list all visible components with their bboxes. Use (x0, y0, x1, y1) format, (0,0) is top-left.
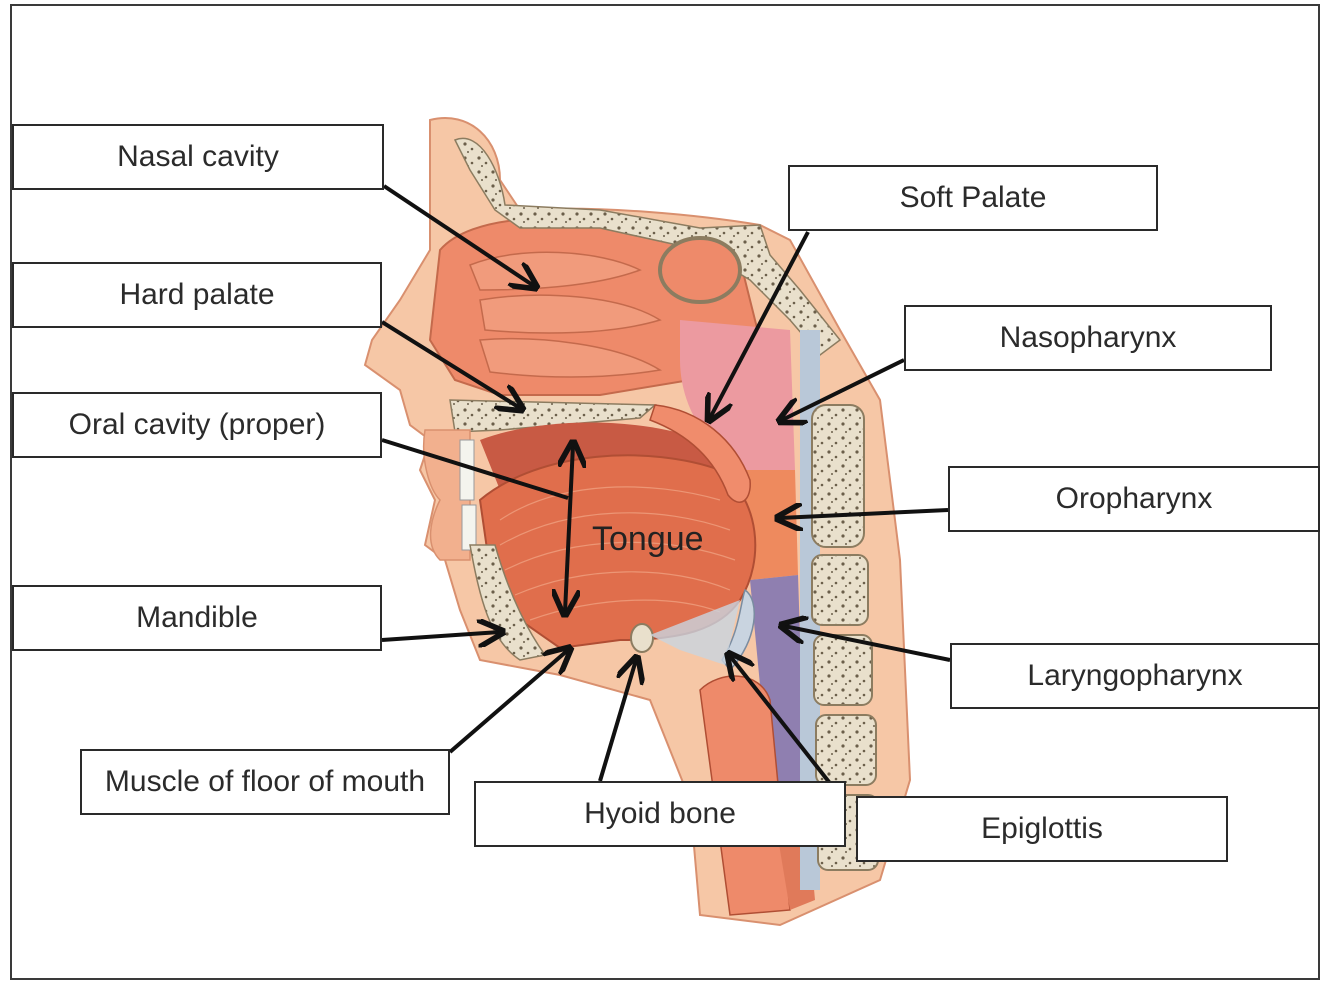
label-epiglottis: Epiglottis (856, 796, 1228, 862)
arrow-hyoid-bone (598, 660, 636, 782)
arrow-soft-palate (710, 231, 810, 418)
lower-teeth (461, 504, 477, 551)
label-laryngopharynx-text: Laryngopharynx (1027, 659, 1243, 692)
label-hard-palate-text: Hard palate (119, 278, 275, 311)
arrow-muscle-floor (448, 650, 568, 754)
arrow-hard-palate (380, 320, 520, 408)
label-hyoid-bone: Hyoid bone (474, 781, 846, 847)
nasal-conchae (469, 251, 663, 378)
label-hard-palate: Hard palate (12, 262, 382, 328)
arrow-oropharynx (780, 510, 949, 518)
label-epiglottis-text: Epiglottis (981, 812, 1103, 845)
label-muscle-floor-of-mouth: Muscle of floor of mouth (80, 749, 450, 815)
arrow-nasal-cavity (382, 184, 534, 286)
hyoid-ligament (650, 600, 740, 665)
label-nasal-cavity-text: Nasal cavity (117, 140, 279, 173)
label-hyoid-bone-text: Hyoid bone (584, 797, 736, 830)
sphenoid-sinus (658, 236, 742, 304)
leader-arrows (380, 184, 951, 798)
label-soft-palate: Soft Palate (788, 165, 1158, 231)
label-nasal-cavity: Nasal cavity (12, 124, 384, 190)
label-soft-palate-text: Soft Palate (899, 181, 1047, 214)
label-nasopharynx: Nasopharynx (904, 305, 1272, 371)
label-oropharynx: Oropharynx (948, 466, 1320, 532)
label-oral-cavity: Oral cavity (proper) (12, 392, 382, 458)
label-mandible: Mandible (12, 585, 382, 651)
label-nasopharynx-text: Nasopharynx (999, 321, 1177, 354)
tongue-label: Tongue (592, 520, 704, 558)
label-muscle-floor-text: Muscle of floor of mouth (104, 765, 426, 798)
arrow-laryngopharynx (784, 626, 951, 662)
arrow-epiglottis (730, 656, 842, 798)
arrow-nasopharynx (782, 358, 905, 420)
arrow-oral-cavity-span (565, 445, 573, 612)
label-oral-cavity-text: Oral cavity (proper) (68, 408, 326, 441)
label-laryngopharynx: Laryngopharynx (950, 643, 1320, 709)
arrow-mandible (381, 632, 500, 640)
label-oropharynx-text: Oropharynx (1055, 482, 1213, 515)
leader-oral-cavity (381, 438, 569, 500)
label-mandible-text: Mandible (136, 601, 258, 634)
hyoid-bone-shape (630, 623, 654, 653)
